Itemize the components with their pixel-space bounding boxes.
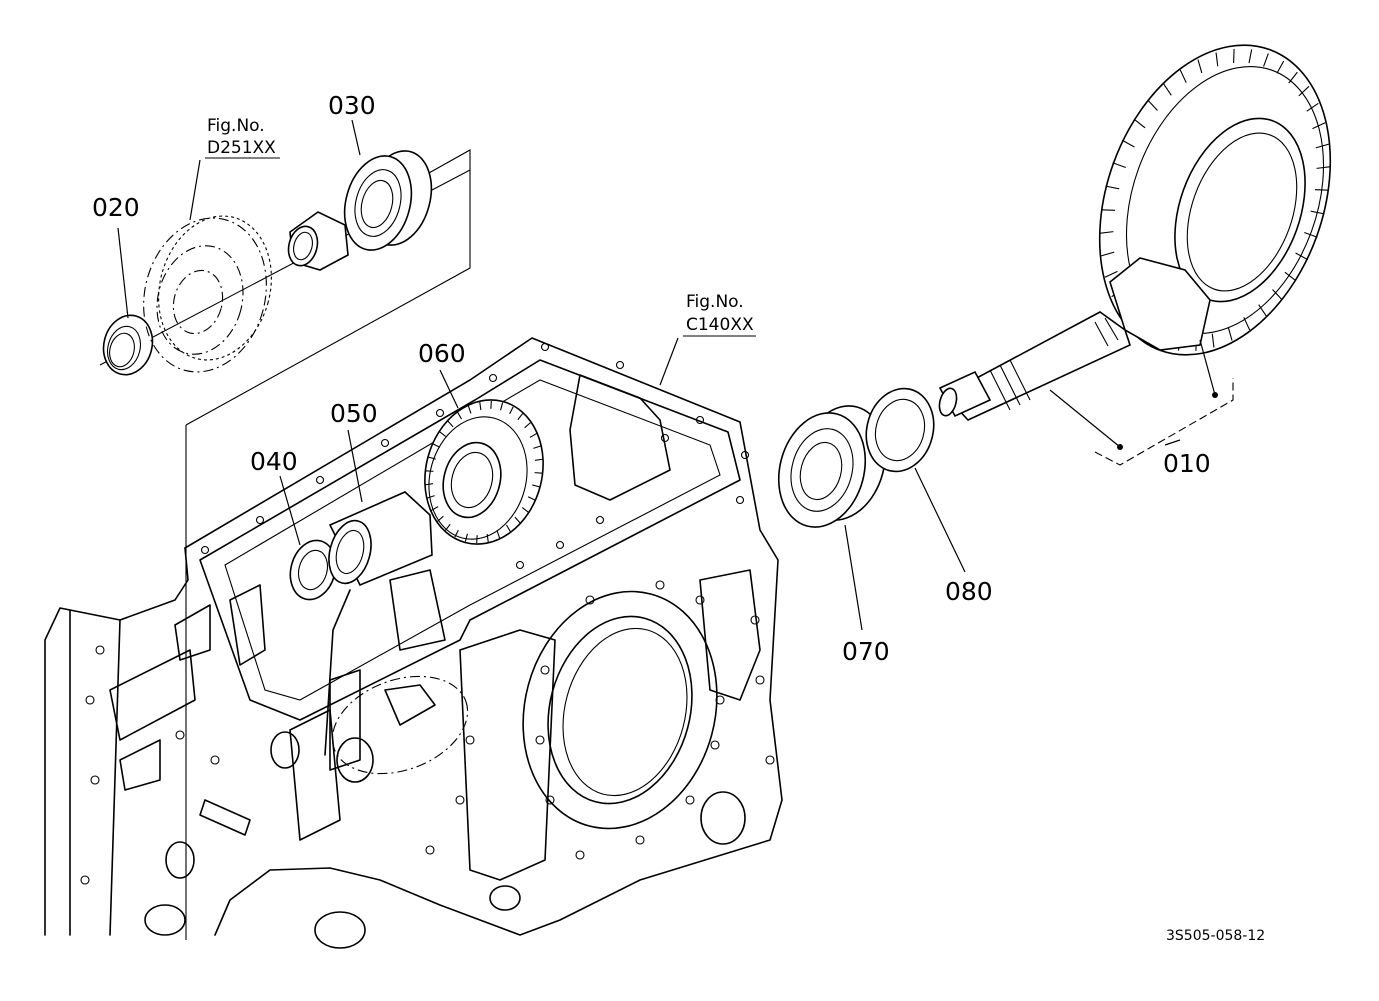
gear-tooth (457, 411, 463, 420)
gear-tooth (527, 496, 536, 501)
gear-tooth (1315, 143, 1330, 149)
gear-tooth (534, 472, 543, 474)
gear-tooth (1316, 166, 1331, 169)
gear-tooth (1288, 71, 1298, 84)
figure-reference-d251xx: Fig.No. D251XX (205, 116, 280, 159)
gear-tooth (533, 445, 542, 449)
gear-tooth (464, 533, 468, 542)
needle-bearing (287, 211, 349, 271)
figure-reference-c140xx: Fig.No. C140XX (683, 292, 756, 337)
gear-tooth (426, 495, 435, 499)
gear-tooth (437, 515, 444, 522)
gear-tooth (521, 507, 529, 513)
part-060-gear (424, 399, 544, 545)
gear-tooth (500, 402, 504, 411)
fig-ref-number: C140XX (686, 315, 754, 335)
callout-010: 010 (1163, 449, 1211, 478)
gear-tooth (1105, 185, 1120, 190)
gear-tooth (430, 506, 439, 512)
gear-tooth (486, 533, 489, 543)
gear-tooth (1272, 289, 1283, 301)
gear-tooth (1100, 251, 1115, 257)
gear-tooth (425, 483, 434, 486)
gear-tooth (1248, 49, 1253, 64)
transmission-case (44, 337, 783, 949)
callout-050: 050 (330, 399, 378, 428)
gear-tooth (1112, 162, 1126, 169)
gear-tooth (1104, 270, 1118, 278)
gear-tooth (1258, 304, 1267, 317)
gear-tooth (532, 484, 541, 488)
gear-tooth (1163, 83, 1172, 96)
part-080-shim (865, 387, 935, 473)
gear-tooth (1211, 333, 1215, 348)
gear-tooth (1215, 52, 1219, 67)
gear-tooth (524, 422, 531, 429)
gear-tooth (479, 401, 482, 411)
gear-tooth (490, 400, 492, 409)
gear-tooth (1147, 99, 1158, 111)
gear-tooth (1310, 210, 1325, 215)
callout-070: 070 (842, 637, 890, 666)
gear-tooth (534, 458, 543, 461)
gear-tooth (454, 529, 459, 538)
gear-tooth (1227, 326, 1233, 341)
part-030-bearing (343, 150, 433, 251)
gear-tooth (432, 443, 441, 448)
gear-tooth (517, 413, 524, 421)
gear-tooth (496, 530, 501, 539)
gear-tooth (514, 516, 521, 524)
gear-tooth (529, 432, 538, 438)
gear-tooth (1306, 102, 1319, 112)
part-010-bevel-gear-set (938, 44, 1332, 466)
gear-tooth (1263, 53, 1269, 67)
part-020-oil-seal (102, 314, 154, 376)
gear-ref-d251xx (143, 215, 272, 373)
gear-tooth (447, 420, 454, 428)
fig-ref-title: Fig.No. (686, 292, 744, 312)
callout-040: 040 (250, 447, 298, 476)
gear-tooth (1276, 60, 1285, 74)
gear-tooth (425, 470, 434, 472)
part-070-ball-bearing (777, 405, 887, 528)
gear-tooth (476, 535, 478, 544)
gear-tooth (467, 405, 472, 414)
gear-tooth (1295, 252, 1309, 261)
drawing-code: 3S505-058-12 (1166, 928, 1265, 944)
gear-tooth (509, 406, 514, 415)
gear-tooth (1304, 231, 1318, 238)
gear-tooth (1121, 139, 1135, 148)
part-050-collar (324, 491, 433, 756)
gear-tooth (505, 524, 511, 533)
callout-060: 060 (418, 339, 466, 368)
gear-tooth (1284, 271, 1297, 282)
callout-labels: 010 020 030 040 050 060 070 080 (92, 91, 1211, 666)
leader-lines (117, 119, 1181, 631)
fig-ref-number: D251XX (207, 138, 276, 158)
gear-tooth (1197, 59, 1203, 74)
gear-tooth (1099, 231, 1114, 234)
fig-ref-title: Fig.No. (207, 116, 265, 136)
gear-tooth (1133, 118, 1146, 129)
gear-tooth (1179, 69, 1187, 83)
gear-tooth (1312, 122, 1326, 130)
callout-080: 080 (945, 577, 993, 606)
gear-tooth (444, 523, 451, 531)
callout-020: 020 (92, 193, 140, 222)
gear-tooth (1243, 317, 1251, 331)
gear-tooth (427, 456, 436, 460)
callout-030: 030 (328, 91, 376, 120)
gear-tooth (439, 431, 447, 437)
gear-tooth (1298, 85, 1310, 97)
